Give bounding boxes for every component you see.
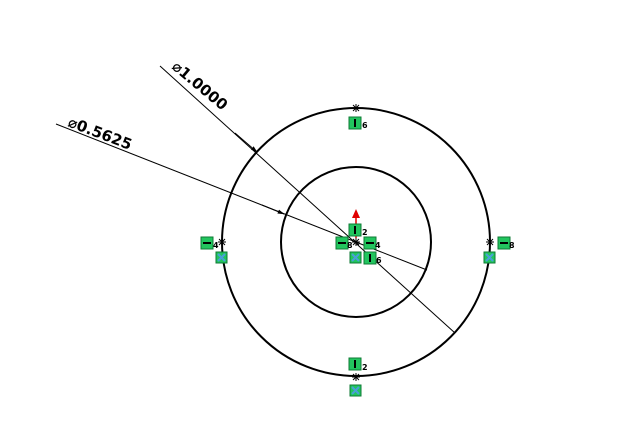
sketch-point-icon[interactable] [486, 238, 494, 246]
sketch-point-icon[interactable] [352, 373, 360, 381]
vertical-relation-icon[interactable] [348, 223, 362, 237]
inner-diameter-dimension[interactable]: ⌀0.5625 [66, 113, 135, 154]
vertical-relation-icon[interactable] [363, 251, 377, 265]
inner-diameter-value: 0.5625 [74, 116, 134, 154]
horizontal-relation-icon[interactable] [335, 236, 349, 250]
relation-number: 6 [362, 121, 368, 130]
relation-number: 2 [362, 228, 368, 237]
relation-number: 8 [509, 241, 515, 250]
sketch-point-icon[interactable] [218, 238, 226, 246]
relation-number: 6 [376, 256, 382, 265]
coincident-relation-icon[interactable] [349, 384, 362, 397]
horizontal-relation-icon[interactable] [200, 236, 214, 250]
horizontal-relation-icon[interactable] [497, 236, 511, 250]
inner-circle[interactable] [280, 166, 432, 318]
relation-number: 4 [213, 241, 219, 250]
outer-diameter-leader [159, 65, 456, 334]
outer-diameter-arrow [234, 132, 258, 153]
relation-number: 8 [347, 241, 353, 250]
svg-text:⌀0.5625: ⌀0.5625 [66, 113, 135, 154]
svg-text:⌀1.0000: ⌀1.0000 [168, 57, 231, 114]
relation-number: 2 [362, 363, 368, 372]
outer-diameter-dimension[interactable]: ⌀1.0000 [168, 57, 231, 114]
coincident-relation-icon[interactable] [215, 251, 228, 264]
sketch-point-icon[interactable] [352, 238, 360, 246]
vertical-relation-icon[interactable] [348, 357, 362, 371]
outer-diameter-value: 1.0000 [175, 63, 231, 114]
coincident-relation-icon[interactable] [483, 251, 496, 264]
inner-diameter-arrow [261, 204, 285, 215]
relation-number: 4 [375, 241, 381, 250]
vertical-relation-icon[interactable] [348, 116, 362, 130]
sketch-point-icon[interactable] [352, 104, 360, 112]
horizontal-relation-icon[interactable] [363, 236, 377, 250]
coincident-relation-icon[interactable] [349, 251, 362, 264]
